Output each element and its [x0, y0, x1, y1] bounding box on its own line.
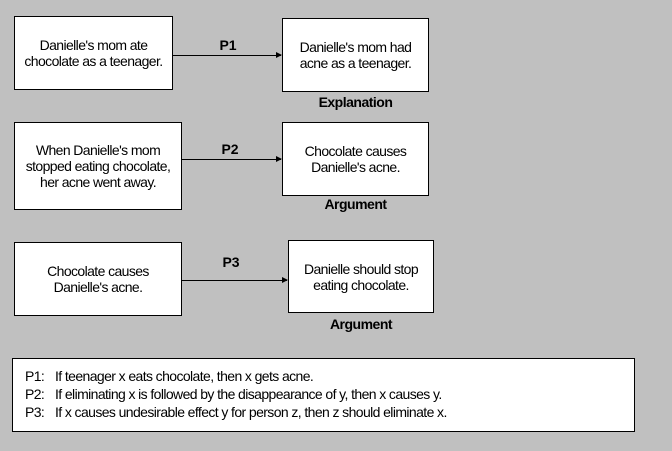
- legend-row-p2: P2: If eliminating x is followed by the d…: [25, 385, 622, 403]
- premise-box-3: Chocolate causes Danielle's acne.: [14, 242, 182, 316]
- legend-key: P2:: [25, 386, 45, 402]
- conclusion-box-1: Danielle's mom had acne as a teenager.: [282, 18, 429, 92]
- principle-label-1: P1: [219, 37, 237, 53]
- premise-box-2: When Danielle's mom stopped eating choco…: [14, 122, 182, 210]
- premise-text-3: Chocolate causes Danielle's acne.: [47, 263, 149, 295]
- principle-label-3: P3: [222, 254, 240, 270]
- premise-box-1: Danielle's mom ate chocolate as a teenag…: [14, 16, 173, 90]
- premise-text-1: Danielle's mom ate chocolate as a teenag…: [24, 37, 163, 69]
- conclusion-text-2: Chocolate causes Danielle's acne.: [304, 143, 407, 175]
- inference-type-1: Explanation: [318, 94, 393, 110]
- arrow-3: [182, 277, 288, 283]
- conclusion-box-3: Danielle should stop eating chocolate.: [288, 240, 434, 313]
- legend-row-p1: P1: If teenager x eats chocolate, then x …: [25, 367, 622, 385]
- conclusion-text-1: Danielle's mom had acne as a teenager.: [299, 39, 412, 71]
- premise-text-2: When Danielle's mom stopped eating choco…: [25, 142, 171, 190]
- legend-row-p3: P3: If x causes undesirable effect y for …: [25, 403, 622, 421]
- inference-type-2: Argument: [324, 196, 387, 212]
- principle-label-2: P2: [221, 141, 239, 157]
- legend-key: P3:: [25, 404, 45, 420]
- legend-text: If x causes undesirable effect y for per…: [55, 404, 447, 420]
- legend-key: P1:: [25, 368, 45, 384]
- legend-text: If eliminating x is followed by the disa…: [55, 386, 442, 402]
- conclusion-text-3: Danielle should stop eating chocolate.: [303, 260, 419, 293]
- arrow-2: [182, 156, 282, 162]
- inference-type-3: Argument: [329, 316, 393, 332]
- legend-text: If teenager x eats chocolate, then x get…: [55, 368, 314, 384]
- conclusion-box-2: Chocolate causes Danielle's acne.: [282, 122, 429, 196]
- principles-legend: P1: If teenager x eats chocolate, then x …: [12, 358, 635, 432]
- arrow-1: [173, 52, 282, 58]
